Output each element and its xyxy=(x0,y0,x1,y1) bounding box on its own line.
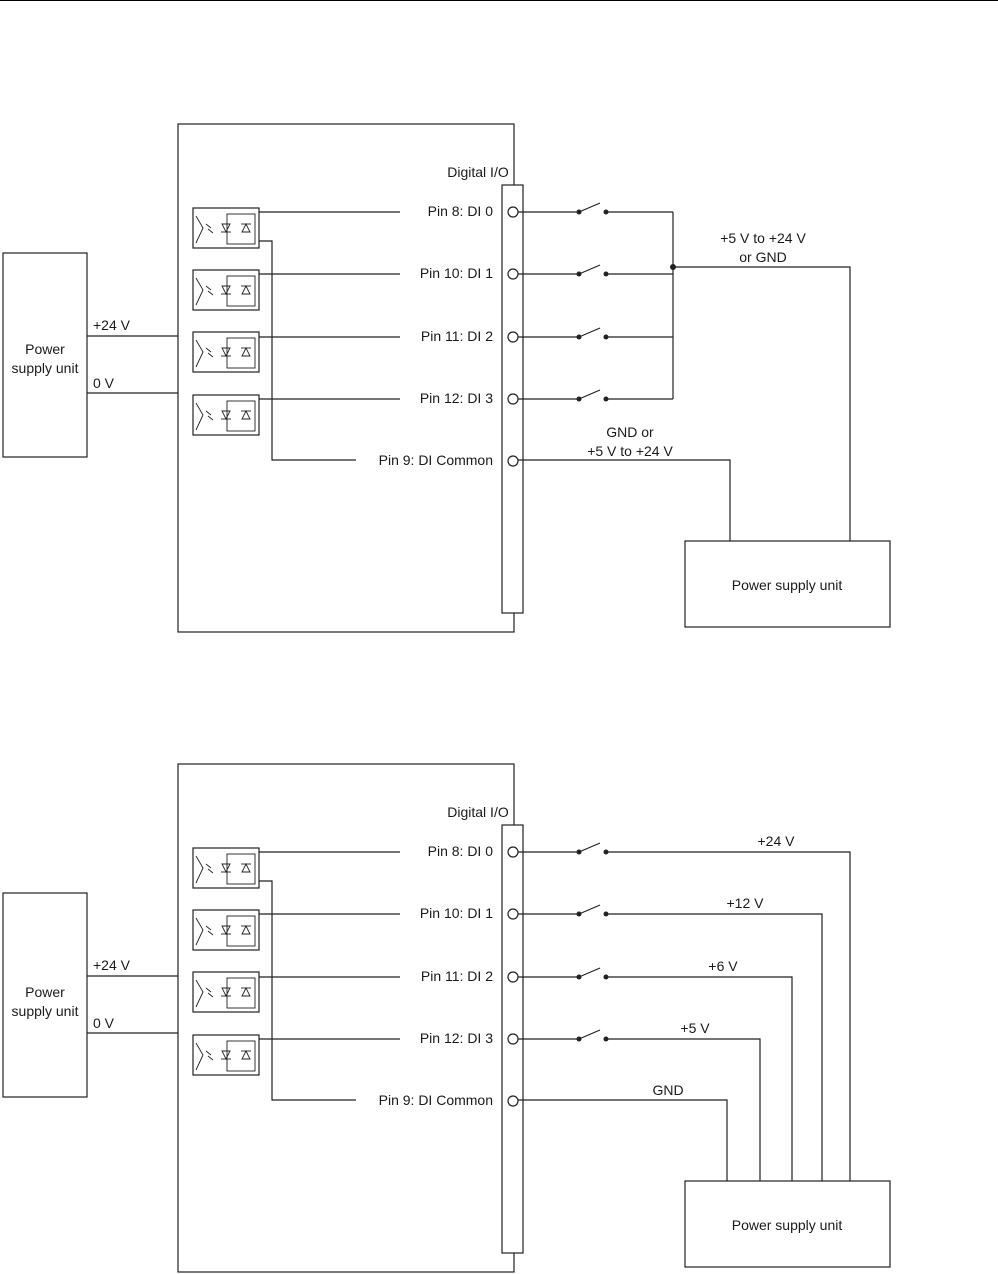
pin-label-di-common: Pin 9: DI Common xyxy=(379,1092,493,1108)
optocoupler-2 xyxy=(192,909,260,951)
optocoupler-1 xyxy=(192,847,260,889)
pin-label-di0: Pin 8: DI 0 xyxy=(428,843,494,859)
pin-label-di2: Pin 11: DI 2 xyxy=(421,328,493,344)
wire-common-internal xyxy=(258,240,356,461)
supply-label-line2: or GND xyxy=(739,249,786,265)
wire-supply xyxy=(673,266,851,541)
left-psu-label-line1: Power xyxy=(25,984,65,1000)
left-power-supply-unit xyxy=(2,892,88,1098)
switch-di2 xyxy=(518,327,673,340)
switch-di1 xyxy=(518,904,823,1181)
switch-di2 xyxy=(518,967,793,1181)
switch-di3 xyxy=(518,1029,761,1181)
pin-label-di3: Pin 12: DI 3 xyxy=(420,1030,493,1046)
pin-terminal-di0 xyxy=(507,206,519,218)
device-enclosure xyxy=(177,123,515,633)
pin-terminal-di-common xyxy=(507,455,519,467)
pin-label-di1: Pin 10: DI 1 xyxy=(420,905,493,921)
optocoupler-1 xyxy=(192,207,260,249)
pin-label-di2: Pin 11: DI 2 xyxy=(421,968,493,984)
pin-terminal-di-common xyxy=(507,1095,519,1107)
digital-io-label: Digital I/O xyxy=(447,804,509,820)
pin-terminal-di1 xyxy=(507,268,519,280)
pin-terminal-di0 xyxy=(507,846,519,858)
supply-label-line1: +5 V to +24 V xyxy=(720,230,806,246)
pin-label-di-common: Pin 9: DI Common xyxy=(379,452,493,468)
pin-label-di0: Pin 8: DI 0 xyxy=(428,203,494,219)
pin-terminal-di3 xyxy=(507,1033,519,1045)
label-plus24v: +24 V xyxy=(93,317,131,333)
optocoupler-2 xyxy=(192,269,260,311)
voltage-label-6v: +6 V xyxy=(708,958,738,974)
digital-io-label: Digital I/O xyxy=(447,164,509,180)
left-power-supply-unit xyxy=(2,252,88,458)
pin-terminal-di1 xyxy=(507,908,519,920)
optocoupler-4 xyxy=(192,1034,260,1076)
common-label-line1: GND or xyxy=(606,424,654,440)
left-psu-label-line2: supply unit xyxy=(12,360,79,376)
diagram-2: Digital I/O Pin 8: DI 0 Pin 10: DI 1 Pin… xyxy=(2,763,891,1273)
pin-terminal-di2 xyxy=(507,971,519,983)
pin-terminal-di3 xyxy=(507,393,519,405)
right-power-supply-unit xyxy=(684,1180,891,1268)
label-plus24v: +24 V xyxy=(93,957,131,973)
right-psu-label: Power supply unit xyxy=(732,577,843,593)
label-0v: 0 V xyxy=(93,375,115,391)
switch-di3 xyxy=(518,389,673,402)
voltage-label-12v: +12 V xyxy=(727,895,765,911)
voltage-label-24v: +24 V xyxy=(758,833,796,849)
optocoupler-3 xyxy=(192,331,260,373)
pin-label-di1: Pin 10: DI 1 xyxy=(420,265,493,281)
pin-label-di3: Pin 12: DI 3 xyxy=(420,390,493,406)
wire-common-internal xyxy=(258,880,356,1101)
wire-common-external xyxy=(518,1099,728,1181)
page-top-rule xyxy=(0,0,998,1)
voltage-label-5v: +5 V xyxy=(680,1020,710,1036)
voltage-label-gnd: GND xyxy=(652,1082,683,1098)
left-psu-label-line2: supply unit xyxy=(12,1003,79,1019)
right-psu-label: Power supply unit xyxy=(732,1217,843,1233)
switch-di0 xyxy=(518,842,851,1181)
right-power-supply-unit xyxy=(684,540,891,628)
left-psu-label-line1: Power xyxy=(25,341,65,357)
common-label-line2: +5 V to +24 V xyxy=(587,443,673,459)
label-0v: 0 V xyxy=(93,1015,115,1031)
optocoupler-4 xyxy=(192,394,260,436)
wire-common-external xyxy=(518,459,731,541)
pin-terminal-di2 xyxy=(507,331,519,343)
switch-di0 xyxy=(518,202,673,215)
switch-di1 xyxy=(518,264,673,277)
optocoupler-3 xyxy=(192,971,260,1013)
device-enclosure xyxy=(177,763,515,1273)
diagram-1: Digital I/O Pin 8: DI 0 Pin 10: DI 1 Pin… xyxy=(2,123,891,633)
